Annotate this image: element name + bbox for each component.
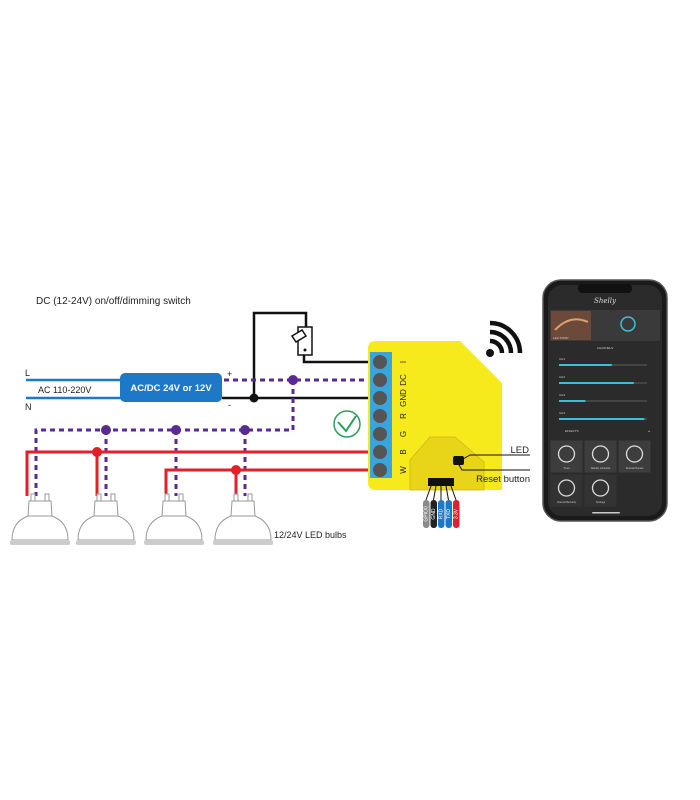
channel-slider-fill — [559, 382, 634, 384]
led-label: LED — [511, 445, 530, 456]
effects-dropdown[interactable]: EFFECTS — [565, 429, 579, 433]
wall-switch-icon — [290, 326, 313, 356]
led-strip-photo — [551, 311, 591, 340]
purple-junctions — [101, 375, 298, 435]
tile-label: Weekly schedule — [591, 466, 611, 470]
terminal-label: G — [399, 431, 408, 437]
pin-label: GPIO0 — [423, 506, 429, 522]
plus-label: + — [227, 369, 232, 379]
pin-gnd — [430, 500, 437, 528]
pin-label: TXD — [446, 509, 452, 519]
led-bulb-icon — [213, 493, 273, 545]
channel-slider-fill — [559, 400, 586, 402]
pin-gpio0 — [423, 500, 430, 528]
terminal-label: B — [399, 449, 408, 454]
led-bulb-icon — [10, 493, 70, 545]
line-l-label: L — [25, 368, 30, 378]
psu-label: AC/DC 24V or 12V — [130, 383, 212, 394]
terminal-screw — [373, 373, 387, 387]
led-bulb-icon — [144, 493, 204, 545]
terminal-screw — [373, 391, 387, 405]
red-wires — [25, 450, 372, 496]
terminal-screw — [373, 463, 387, 477]
pin-header — [428, 478, 454, 486]
tile-icon — [557, 445, 576, 463]
terminal-label: DC — [399, 374, 408, 386]
terminal-label: R — [399, 413, 408, 419]
pin-33v — [453, 500, 460, 528]
tile-icon — [591, 445, 610, 463]
certification-check-icon — [333, 410, 361, 438]
terminal-label: GND — [399, 389, 408, 407]
switch-title: DC (12-24V) on/off/dimming switch — [36, 296, 191, 307]
channels-heading: CHANNELS — [597, 346, 613, 350]
app-brand: Shelly — [594, 297, 617, 305]
channel-label: CH3 — [559, 393, 565, 397]
black-wires — [222, 311, 372, 400]
led-bulb-icon — [76, 493, 136, 545]
tile-icon — [591, 479, 610, 497]
channel-slider-fill — [559, 364, 612, 366]
channel-label: CH2 — [559, 375, 565, 379]
channel-label: CH4 — [559, 411, 565, 415]
red-junctions — [92, 447, 241, 475]
tile-label: Internet/Security — [557, 500, 577, 504]
ac-input-label: AC 110-220V — [38, 385, 91, 395]
led-bulbs — [10, 493, 273, 545]
terminal-screw — [373, 427, 387, 441]
terminal-screw — [373, 409, 387, 423]
tile-icon — [625, 445, 644, 463]
terminal-screw — [373, 355, 387, 369]
tile-label: Sunrise/Sunset — [626, 466, 644, 470]
reset-button — [453, 456, 464, 465]
terminal-label: W — [399, 466, 408, 474]
shelly-rgbw-module: I DC GND R G B W — [368, 341, 502, 491]
pin-label: 3.3V — [453, 508, 459, 519]
reset-label: Reset button — [476, 474, 530, 485]
psu-box — [120, 373, 222, 402]
device-name: LED STRIP — [553, 336, 569, 340]
pin-rxd — [438, 500, 445, 528]
terminal-label: I — [399, 361, 408, 363]
tile-icon — [557, 479, 576, 497]
tile-label: Settings — [596, 500, 606, 504]
bulbs-label: 12/24V LED bulbs — [274, 530, 347, 540]
terminal-screw — [373, 445, 387, 459]
app-tile[interactable] — [549, 473, 584, 508]
wifi-icon — [486, 320, 523, 357]
channel-slider-track[interactable] — [559, 400, 647, 402]
line-n-label: N — [25, 402, 32, 412]
power-button[interactable] — [620, 316, 636, 332]
minus-label: - — [228, 400, 231, 410]
tile-label: Timer — [563, 466, 570, 470]
pin-txd — [445, 500, 452, 528]
junction-black — [249, 393, 259, 403]
callout-lines — [458, 454, 530, 471]
channel-label: CH1 — [559, 357, 565, 361]
pin-label: RXD — [438, 508, 444, 519]
home-indicator — [592, 512, 620, 514]
channel-slider-fill — [559, 418, 645, 420]
chevron-down-icon: ⌄ — [647, 428, 651, 434]
pin-label: GND — [431, 508, 437, 520]
